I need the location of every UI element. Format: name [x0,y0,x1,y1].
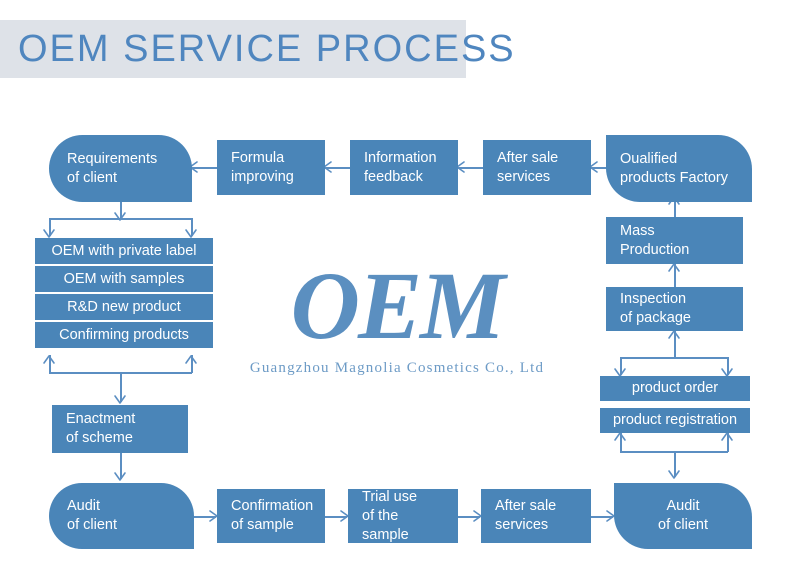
watermark-company-name: Guangzhou Magnolia Cosmetics Co., Ltd [249,360,545,376]
node-rd-new-product[interactable]: R&D new product [35,294,213,320]
connector-order-to-inspection [674,331,676,358]
connector-left-bracket-top [49,218,192,220]
title-banner [0,20,466,78]
node-confirming-products[interactable]: Confirming products [35,322,213,348]
node-information-feedback[interactable]: Information feedback [350,140,458,195]
connector-left-bracket-rightleg [191,218,193,236]
connector-formula-to-requirements [191,167,217,169]
node-inspection-of-package[interactable]: Inspection of package [606,287,743,331]
connector-aftersale-to-auditright [591,516,613,518]
connector-registration-to-audit [674,451,676,477]
connector-mass-to-factory [674,197,676,217]
node-formula-improving[interactable]: Formula improving [217,140,325,195]
connector-left-bottom-leftleg [49,355,51,373]
node-trial-use-of-the-sample[interactable]: Trial use of the sample [348,489,458,543]
connector-left-bracket-leftleg [49,218,51,236]
connector-audit-to-confirmation [194,516,216,518]
watermark: OEM Guangzhou Magnolia Cosmetics Co., Lt… [232,258,562,377]
connector-left-bottom-rightleg [191,355,193,373]
connector-factory-to-aftersale [591,167,617,169]
connector-right-low-rightleg [727,433,729,452]
page-title: OEM SERVICE PROCESS [18,28,516,70]
node-audit-of-client-left[interactable]: Audit of client [49,483,194,549]
connector-requirements-down [120,201,122,219]
node-audit-of-client-right[interactable]: Audit of client [614,483,752,549]
connector-right-low-leftleg [620,433,622,452]
connector-confirmation-to-trial [325,516,347,518]
connector-trial-to-aftersale [458,516,480,518]
node-enactment-of-scheme[interactable]: Enactment of scheme [52,405,188,453]
connector-right-bracket-low [620,451,728,453]
node-oem-with-private-label[interactable]: OEM with private label [35,238,213,264]
node-oem-with-samples[interactable]: OEM with samples [35,266,213,292]
connector-right-mid-leftleg [620,357,622,375]
node-confirmation-of-sample[interactable]: Confirmation of sample [217,489,325,543]
node-after-sale-services-top[interactable]: After sale services [483,140,591,195]
node-after-sale-services-bottom[interactable]: After sale services [481,489,591,543]
connector-right-mid-rightleg [727,357,729,375]
node-product-order[interactable]: product order [600,376,750,401]
node-mass-production[interactable]: Mass Production [606,217,743,264]
node-product-registration[interactable]: product registration [600,408,750,433]
connector-to-enactment [120,372,122,402]
connector-aftersale-to-information [458,167,484,169]
connector-enactment-to-audit [120,453,122,479]
watermark-logo-text: OEM [290,252,506,359]
node-requirements-of-client[interactable]: Requirements of client [49,135,192,202]
connector-inspection-to-mass [674,264,676,287]
connector-information-to-formula [325,167,351,169]
node-qualified-products-factory[interactable]: Oualified products Factory [606,135,752,202]
